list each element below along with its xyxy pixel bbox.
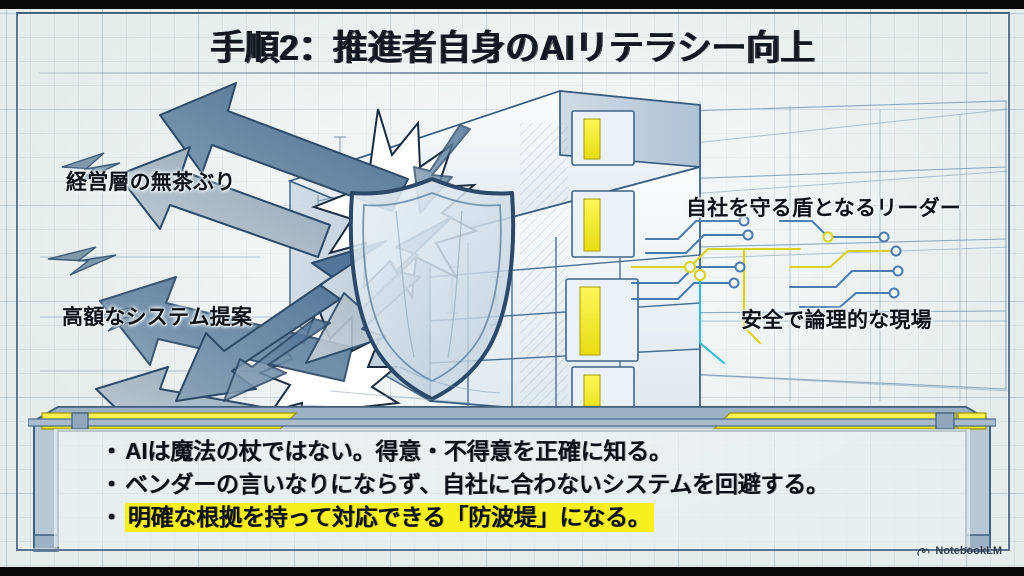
bullet-text-highlighted: 明確な根拠を持って対応できる「防波堤」になる。 — [124, 502, 654, 532]
bullet-item: ・AIは魔法の杖ではない。得意・不得意を正確に知る。 — [100, 435, 952, 468]
illustration — [0, 71, 1024, 411]
spark-flecks — [47, 152, 147, 332]
title-zone: 手順2：推進者自身のAIリテラシー向上 — [16, 12, 1010, 74]
protective-shield — [348, 177, 516, 401]
bullet-item: ・ベンダーの言いなりにならず、自社に合わないシステムを回避する。 — [100, 468, 952, 501]
callout-management-pressure: 経営層の無茶ぶり — [66, 171, 236, 194]
callout-shield-leader: 自社を守る盾となるリーダー — [686, 197, 961, 220]
bullet-item-highlighted: ・明確な根拠を持って対応できる「防波堤」になる。 — [100, 501, 952, 534]
callout-expensive-proposal: 高額なシステム提案 — [62, 306, 253, 329]
slide-canvas: 経営層の無茶ぶり 高額なシステム提案 自社を守る盾となるリーダー 安全で論理的な… — [0, 9, 1024, 567]
circuit-nodes — [684, 215, 904, 299]
summary-panel-body: ・AIは魔法の杖ではない。得意・不得意を正確に知る。 ・ベンダーの言いなりになら… — [54, 429, 970, 547]
bullet-marker: ・ — [100, 470, 123, 497]
callout-safe-logical-site: 安全で論理的な現場 — [741, 309, 932, 332]
title-divider — [38, 72, 988, 74]
blueprint-illustration — [40, 82, 1011, 411]
bullet-marker: ・ — [100, 503, 123, 530]
notebooklm-logo-icon — [917, 547, 930, 556]
watermark-label: NotebookLM — [935, 545, 1002, 557]
circuit-traces — [630, 219, 896, 365]
summary-panel: ・AIは魔法の杖ではない。得意・不得意を正確に知る。 ・ベンダーの言いなりになら… — [28, 403, 996, 555]
bullet-list: ・AIは魔法の杖ではない。得意・不得意を正確に知る。 ・ベンダーの言いなりになら… — [100, 435, 952, 534]
watermark: NotebookLM — [917, 545, 1002, 557]
bullet-text: AIは魔法の杖ではない。得意・不得意を正確に知る。 — [124, 438, 672, 464]
letterbox-top — [0, 0, 1024, 9]
page-title: 手順2：推進者自身のAIリテラシー向上 — [210, 29, 816, 68]
letterbox-bottom — [0, 567, 1024, 576]
bullet-text: ベンダーの言いなりにならず、自社に合わないシステムを回避する。 — [124, 470, 829, 497]
bullet-marker: ・ — [100, 438, 123, 464]
deflected-arrows — [95, 82, 471, 411]
